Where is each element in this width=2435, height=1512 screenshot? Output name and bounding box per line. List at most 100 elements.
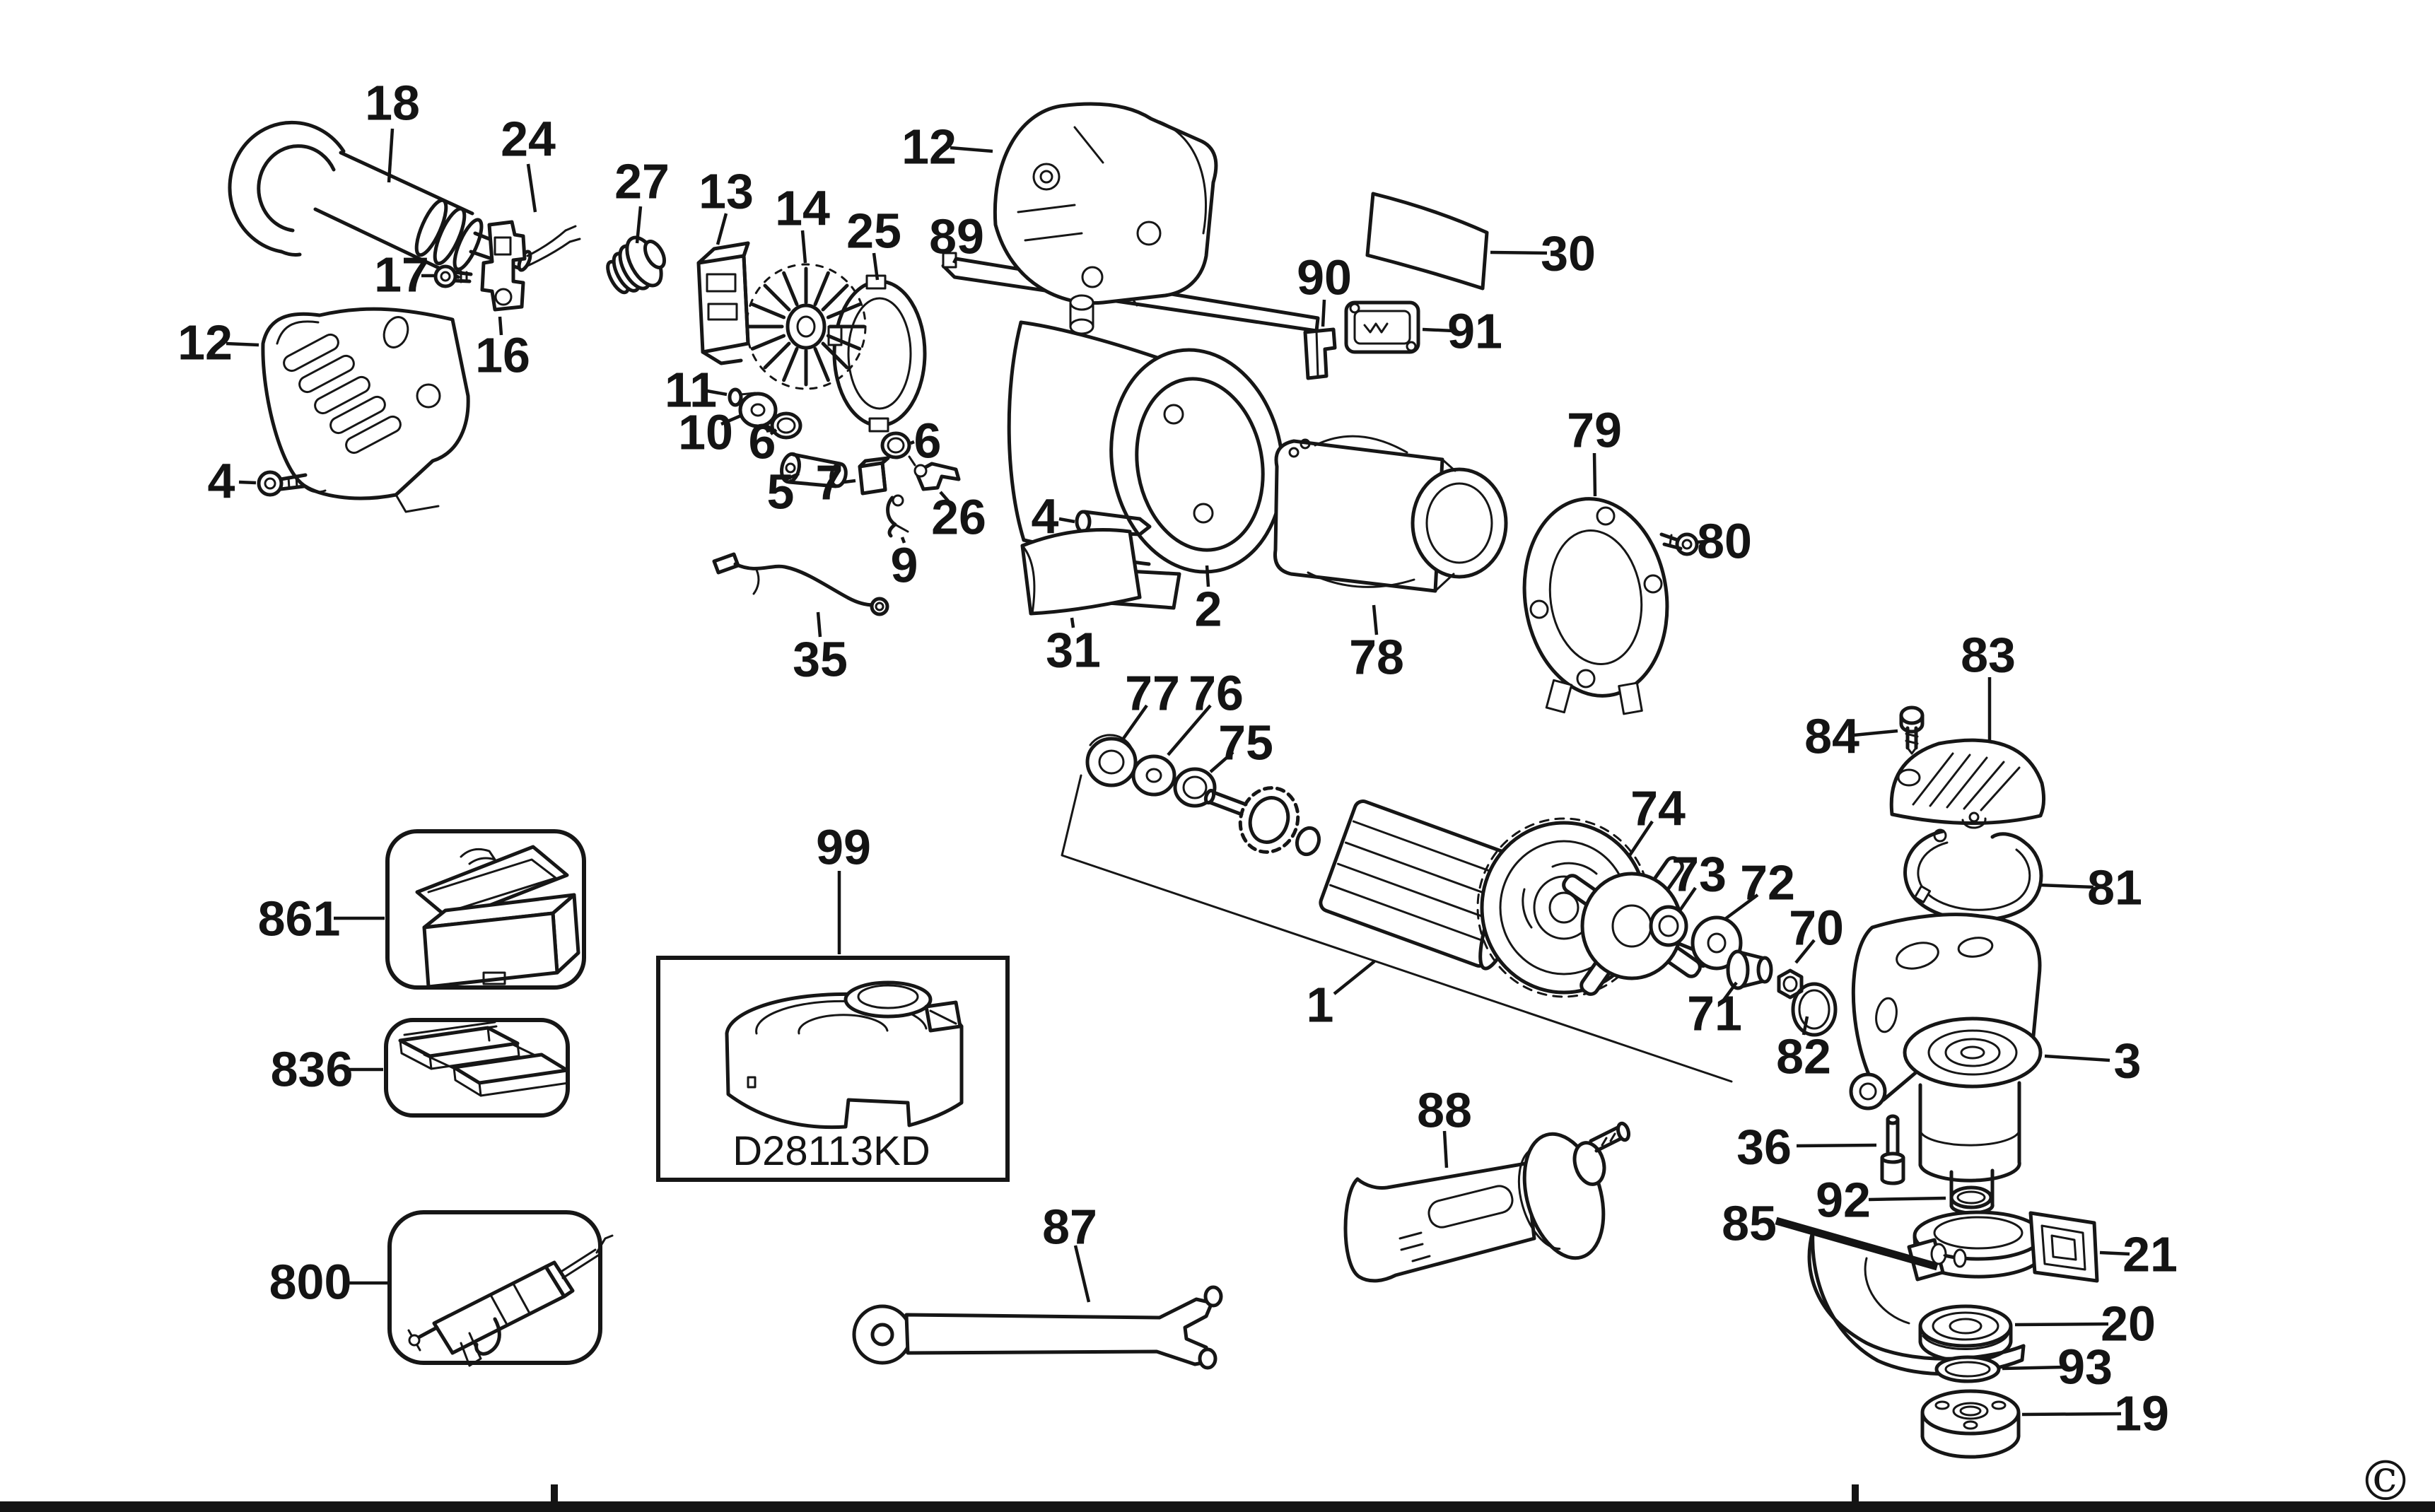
- callout-leader-31: [1070, 617, 1075, 628]
- callout-leader-81: [2038, 883, 2094, 889]
- callout-25: 25: [846, 204, 901, 259]
- callout-leader-90: [1321, 299, 1326, 327]
- callout-leader-78: [1372, 604, 1379, 635]
- fan-baffle-drawing: [827, 274, 927, 433]
- handle-cover-drawing: [261, 307, 470, 513]
- nut-70-drawing: [1777, 968, 1804, 1000]
- bearing-77-drawing: [1085, 734, 1138, 787]
- callout-leader-21: [2099, 1250, 2130, 1256]
- callout-leader-73: [1678, 886, 1697, 912]
- guard-band: [2028, 1211, 2099, 1283]
- callout-leader-25: [872, 252, 880, 281]
- callout-leader-85: [1775, 1217, 1939, 1271]
- table-divider-tick: [551, 1484, 558, 1512]
- callout-10: 10: [678, 405, 733, 460]
- callout-14: 14: [775, 181, 830, 236]
- callout-leader-84: [1853, 729, 1898, 737]
- callout-leader-10: [720, 414, 742, 426]
- bushing-71-drawing: [1726, 949, 1773, 990]
- callout-4: 4: [1032, 489, 1059, 544]
- washer-10-drawing: [738, 392, 778, 428]
- callout-83: 83: [1961, 628, 2016, 683]
- callout-76: 76: [1189, 666, 1244, 721]
- fan-spider-74-drawing: [1562, 856, 1702, 996]
- screw-80-drawing: [1659, 532, 1699, 556]
- block-7-drawing: [858, 456, 890, 496]
- callout-31: 31: [1046, 623, 1101, 678]
- callout-836: 836: [271, 1042, 354, 1097]
- callout-90: 90: [1297, 250, 1352, 305]
- clamshell-drawing: [993, 102, 1218, 335]
- callout-leader-7: [843, 479, 856, 484]
- callout-27: 27: [614, 154, 670, 209]
- callout-17: 17: [374, 247, 429, 303]
- dust-guard-drawing: [725, 980, 964, 1130]
- callout-35: 35: [793, 632, 848, 687]
- brush-holder-drawing: [1344, 300, 1420, 354]
- callout-leader-71: [1722, 981, 1738, 1002]
- callout-leader-30: [1490, 250, 1548, 255]
- callout-36: 36: [1736, 1120, 1792, 1175]
- washer-72-drawing: [1691, 915, 1743, 971]
- fan-drawing: [745, 263, 867, 390]
- grease-gun-drawing: [407, 1234, 614, 1367]
- callout-leader-36: [1796, 1143, 1877, 1148]
- small-parts-group: [728, 387, 961, 538]
- callout-leader-74: [1628, 820, 1654, 857]
- callout-leader-6: [769, 428, 778, 435]
- callout-leader-91: [1422, 327, 1454, 333]
- lever-26-drawing: [908, 455, 961, 491]
- callout-85: 85: [1722, 1196, 1777, 1251]
- callout-leader-14: [800, 230, 807, 264]
- model-number-text: D28113KD: [732, 1128, 930, 1174]
- gear-case-cover-drawing: [1889, 738, 2046, 829]
- callout-leader-88: [1442, 1130, 1449, 1168]
- spindle-lock-pin-drawing: [1880, 1114, 1905, 1185]
- callout-leader-1: [1333, 960, 1376, 995]
- tray-frame: [384, 1018, 570, 1118]
- screw-17-drawing: [433, 264, 473, 288]
- callout-leader-75: [1209, 751, 1234, 773]
- callout-leader-5: [786, 471, 800, 481]
- callout-leader-9: [900, 537, 906, 544]
- label-30-drawing: [1365, 192, 1489, 291]
- callout-72: 72: [1740, 855, 1795, 910]
- callout-92: 92: [1816, 1173, 1871, 1228]
- callout-leader-76: [1167, 704, 1212, 756]
- callout-77: 77: [1125, 666, 1180, 721]
- callout-leader-13: [716, 213, 728, 245]
- wheel-guard-drawing: [1807, 1210, 2099, 1376]
- callout-20: 20: [2101, 1296, 2156, 1352]
- callout-78: 78: [1349, 630, 1404, 685]
- label-31-drawing: [1020, 528, 1142, 616]
- callout-6: 6: [914, 414, 942, 469]
- callout-12: 12: [177, 315, 233, 370]
- bearing-20-drawing: [1918, 1304, 2013, 1363]
- brush-drawing: [1303, 327, 1337, 380]
- callout-11: 11: [665, 363, 717, 418]
- callout-861: 861: [258, 891, 341, 947]
- callout-leader-79: [1592, 452, 1597, 497]
- callout-81: 81: [2087, 860, 2142, 915]
- callout-leader-77: [1121, 704, 1148, 741]
- tray-drawing: [398, 1021, 570, 1097]
- callout-79: 79: [1567, 403, 1622, 458]
- spring-9-drawing: [886, 494, 909, 538]
- callout-leader-3: [2044, 1054, 2110, 1062]
- ring-6b-drawing: [880, 431, 911, 459]
- callout-leader-93: [2002, 1365, 2066, 1371]
- callout-leader-16: [498, 316, 503, 336]
- grease-gun-frame: [387, 1210, 614, 1367]
- ring-93-drawing: [1934, 1355, 2001, 1383]
- model-box-frame: D28113KD: [656, 956, 1010, 1182]
- callout-70: 70: [1789, 901, 1844, 956]
- kit-box-drawing: [415, 845, 580, 989]
- callout-75: 75: [1218, 715, 1273, 770]
- ring-73-drawing: [1649, 905, 1688, 947]
- callout-13: 13: [699, 164, 754, 219]
- callout-3: 3: [2114, 1033, 2142, 1089]
- bearing-plate-79-drawing: [1522, 497, 1669, 715]
- callout-21: 21: [2122, 1227, 2178, 1282]
